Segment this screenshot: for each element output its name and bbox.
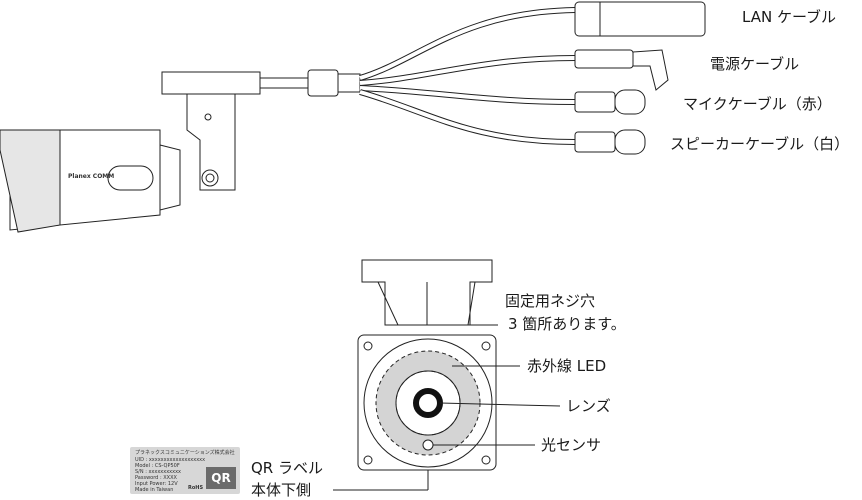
qr-card-serial: S/N : xxxxxxxxxxx [135,469,182,475]
light-sensor-icon [422,439,434,451]
ir-led-ring-dash [375,350,481,456]
lan-cable-label: LAN ケーブル [742,8,837,26]
power-plug-cap [632,49,669,91]
mount-screw-icon [204,113,212,121]
lens-label: レンズ [566,397,611,415]
ir-led-label: 赤外線 LED [527,357,607,375]
camera-front-view [333,259,561,491]
screw-pointer-1 [377,281,399,326]
qr-card-power: Input Power: 12V [135,481,178,487]
cable-grommet [337,73,361,93]
qr-card-made-in: Made in Taiwan [135,487,174,493]
rohs-mark: RoHS [188,485,204,491]
qr-label-card: プラネックスコミュニケーションズ株式会社 UID : xxxxxxxxxxxxx… [130,447,240,494]
camera-sunshield [0,129,61,233]
lens-leader [439,402,561,407]
corner-screw-br-icon [481,455,491,465]
speaker-connector [574,131,616,153]
brand-label: Planex COMM [68,173,115,180]
power-connector [574,49,634,69]
qr-card-company: プラネックスコミュニケーションズ株式会社 [135,450,235,456]
power-cable-label: 電源ケーブル [710,55,800,73]
qr-card-model: Model : CS-QP50F [135,463,180,469]
mic-plug [614,89,646,115]
corner-screw-tl-icon [363,341,373,351]
speaker-cable-label: スピーカーケーブル（白） [670,135,850,153]
corner-screw-bl-icon [363,455,373,465]
power-cable-inner [359,56,576,85]
corner-screw-tr-icon [481,341,491,351]
camera-badge-slot [107,165,154,191]
cable-trunk [259,77,309,89]
lan-connector [574,1,706,37]
mic-connector [574,91,616,113]
speaker-plug [614,129,646,155]
qr-label-line2: 本体下側 [251,481,312,499]
mount-arm [161,71,261,95]
light-sensor-label: 光センサ [541,436,602,454]
qr-card-uid: UID : xxxxxxxxxxxxxxxxxxx [135,457,206,463]
camera-side-view [0,1,706,233]
qr-card-password: Password : XXXX [135,475,177,481]
lens-icon [413,388,443,418]
camera-rear-cap [159,144,181,211]
screw-holes-label-1: 固定用ネジ穴 [505,292,596,310]
cable-collar [307,69,339,97]
qr-badge: QR [206,467,236,489]
speaker-cable-inner [359,90,576,144]
lan-cable-inner [359,8,576,80]
mount-bracket [186,93,236,191]
screw-pointer-3 [467,281,476,326]
screw-holes-label-2: 3 箇所あります。 [508,315,626,333]
mic-cable-label: マイクケーブル（赤） [683,95,832,113]
mic-cable-inner [359,86,576,104]
mount-knob-inner-icon [205,173,215,183]
qr-label-line1: QR ラベル [251,459,323,477]
